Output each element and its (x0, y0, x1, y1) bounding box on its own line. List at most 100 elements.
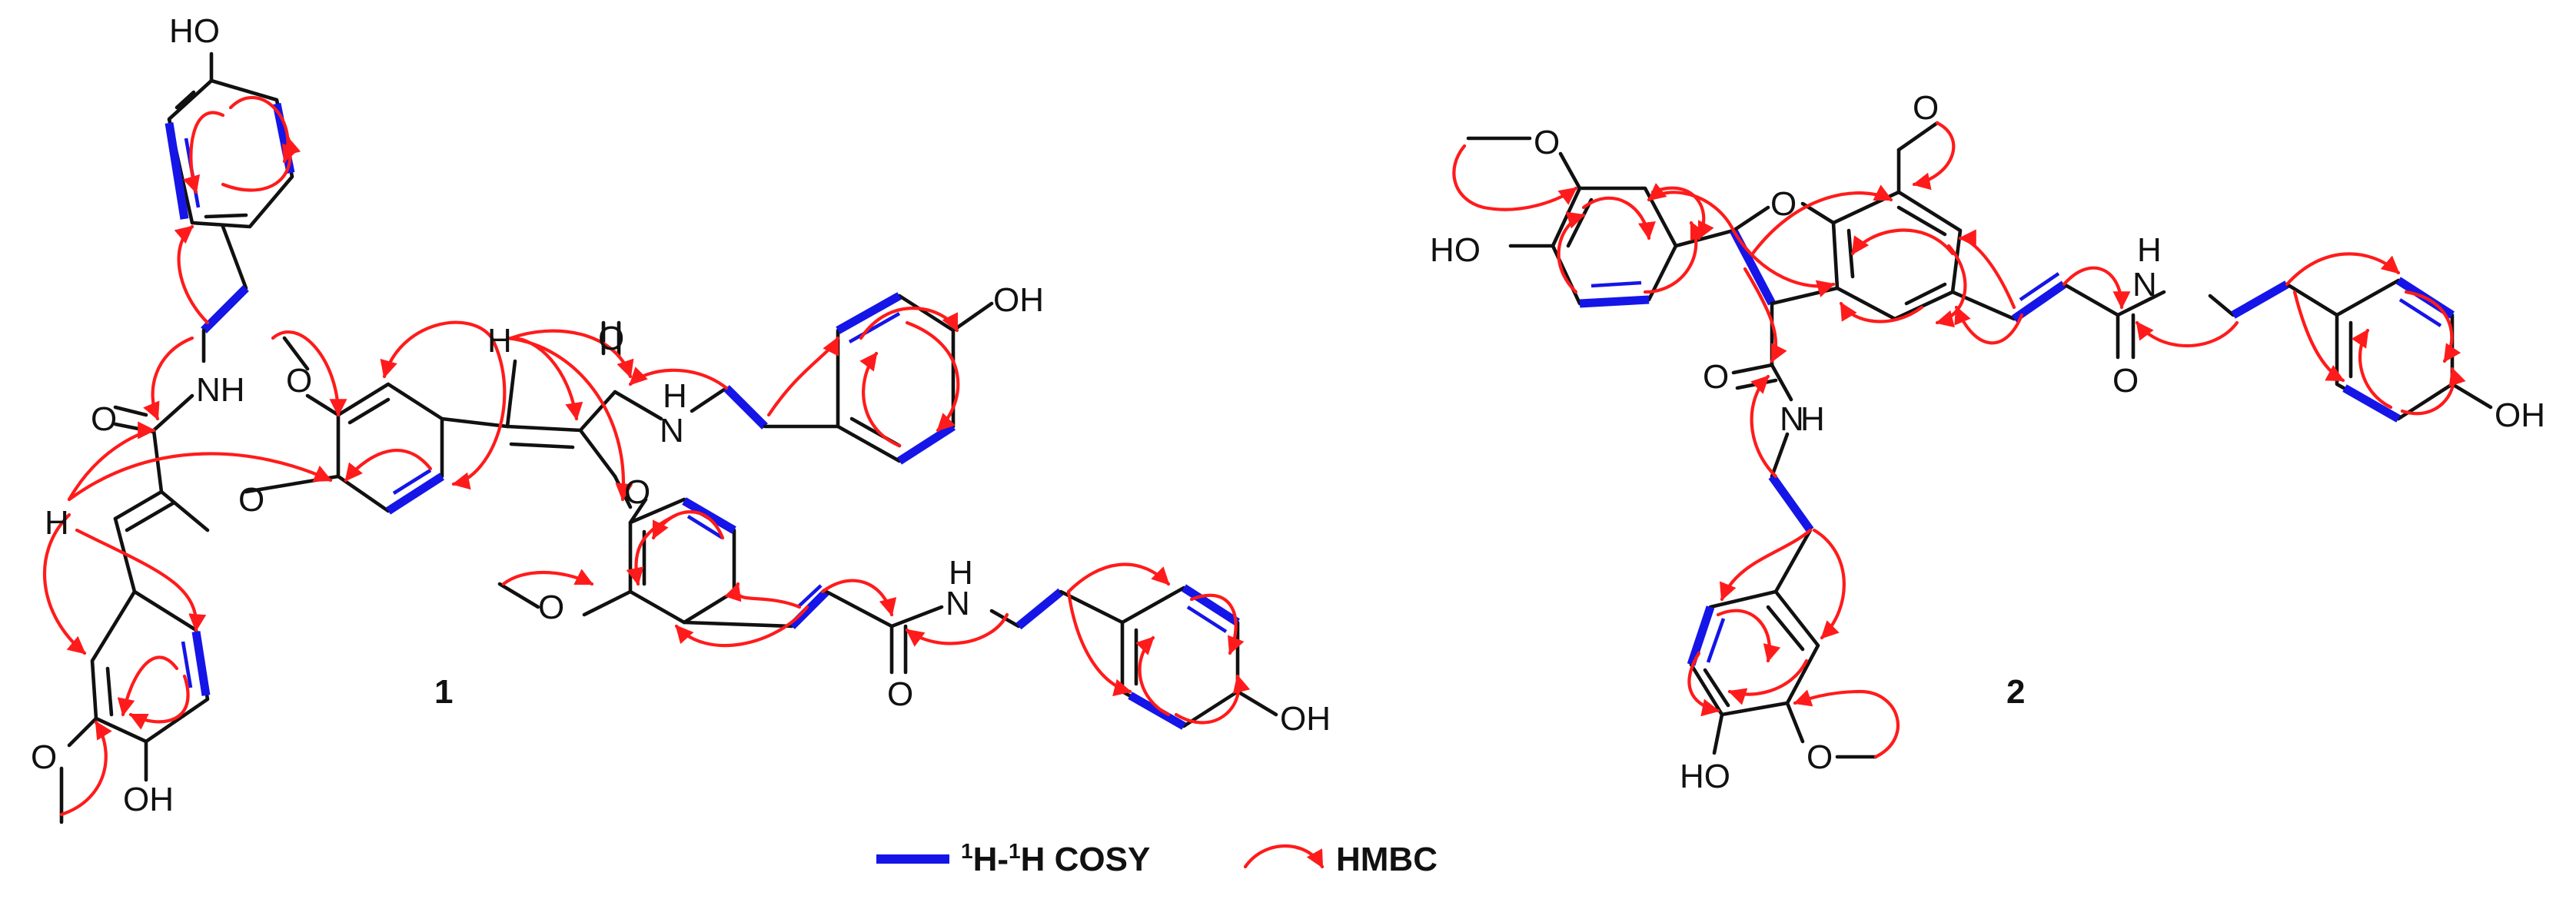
atom-label: N (660, 412, 684, 450)
hmbc-arrow (1731, 228, 1836, 297)
hmbc-arrow (674, 605, 809, 648)
atom-label: N (2132, 266, 2157, 304)
hmbc-arrow (1935, 244, 1967, 328)
hmbc-arrow (1687, 651, 1720, 717)
compound-2-structure (1466, 121, 2493, 759)
atom-label: N (946, 585, 970, 622)
hmbc-arrow (2400, 367, 2466, 416)
hmbc-arrow (1954, 305, 2024, 345)
compound-1-label: 1 (434, 673, 453, 711)
compound-2-right-chain (1950, 272, 2339, 360)
atom-label: HO (169, 12, 220, 50)
hmbc-arrow (1750, 184, 1893, 256)
hmbc-arrow (344, 449, 433, 483)
compound-2-atom-labels: O O HO O N H O OH O N H HO O (1430, 89, 2545, 795)
atom-label: O (91, 400, 117, 438)
hmbc-arrow (509, 329, 634, 379)
hmbc-arrow (1743, 267, 1787, 363)
hmbc-arrow (1727, 658, 1809, 705)
hmbc-arrow (626, 513, 679, 586)
hmbc-arrow (221, 136, 301, 192)
legend-hmbc-arrow (1243, 844, 1325, 869)
atom-label: O (887, 675, 913, 713)
hmbc-arrow (1174, 674, 1251, 725)
atom-label: OH (2495, 396, 2545, 434)
hmbc-arrow (1643, 221, 1707, 294)
atom-label: O (286, 362, 312, 400)
hmbc-arrow (117, 655, 179, 717)
atom-label: H (2137, 231, 2162, 269)
hmbc-arrow (1452, 144, 1578, 211)
compound-2-left-ring (1466, 136, 1736, 308)
atom-label: O (1534, 124, 1560, 161)
atom-label: O (2112, 362, 2139, 400)
hmbc-arrow (1581, 196, 1656, 241)
hmbc-arrow (905, 320, 960, 433)
compound-1-left-part (59, 393, 211, 824)
atom-label: H (663, 377, 687, 415)
atom-label: H (949, 554, 973, 592)
hmbc-arrow (75, 528, 207, 632)
atom-label: H (45, 504, 69, 542)
hmbc-arrow (182, 111, 225, 194)
atom-label: H (487, 322, 512, 360)
hmbc-arrow (509, 336, 583, 421)
hmbc-arrow (1839, 301, 1924, 323)
hmbc-arrow (1066, 562, 1171, 594)
atom-label: HO (1430, 231, 1481, 269)
hmbc-arrow (67, 452, 333, 502)
hmbc-arrow (501, 569, 594, 586)
hmbc-arrow (2285, 252, 2401, 287)
atom-label: O (238, 481, 264, 519)
compound-2-lower-ring (1687, 589, 1878, 759)
compound-1-ethyl-chain (201, 224, 249, 363)
atom-label: OH (993, 281, 1044, 319)
hmbc-arrow (2351, 328, 2393, 410)
atom-label: O (1703, 358, 1729, 396)
hmbc-arrow (2062, 266, 2131, 310)
compound-2-label: 2 (2006, 673, 2025, 711)
compound-2-benzofuran (1730, 121, 1963, 402)
atom-label: OH (123, 781, 174, 818)
hmbc-arrow (628, 367, 729, 390)
hmbc-arrow (1647, 183, 1736, 233)
compound-1-lower-ring (497, 474, 1125, 675)
hmbc-arrow (2135, 320, 2239, 348)
hmbc-arrow (451, 336, 507, 490)
atom-label: O (1807, 738, 1833, 776)
atom-label: HO (1680, 758, 1730, 795)
legend: 1H-1H COSY HMBC (876, 839, 1438, 878)
atom-label: O (598, 320, 624, 357)
compound-1-right-bottom-ring (1120, 584, 1278, 730)
compound-2-hmbc-arrows (1452, 121, 2466, 759)
legend-cosy-label: 1H-1H COSY (961, 839, 1150, 878)
hmbc-arrow (505, 336, 633, 502)
hmbc-arrow (820, 579, 897, 617)
hmbc-arrow (1720, 528, 1813, 602)
compound-1-top-ring (165, 51, 295, 229)
hmbc-arrow (2292, 290, 2345, 383)
hmbc-arrow (1958, 229, 2016, 310)
atom-label: O (624, 473, 650, 511)
hmbc-arrow (1750, 374, 1778, 479)
compound-1-atom-labels: HO O NH O O H O N H OH O O N H O OH H O … (31, 12, 1331, 818)
atom-label: H (1800, 400, 1825, 438)
hmbc-arrow (1912, 121, 1956, 191)
compound-1-hmbc-arrows (42, 95, 1251, 817)
hmbc-arrow (1716, 609, 1781, 663)
hmbc-arrow (1557, 211, 1586, 294)
hmbc-arrow (2404, 290, 2461, 363)
compound-1-right-top-ring (836, 292, 994, 465)
hmbc-arrow (724, 582, 802, 609)
hmbc-arrow (271, 330, 347, 417)
hmbc-arrow (859, 307, 959, 340)
hmbc-arrow (380, 320, 494, 379)
hmbc-arrow (1793, 689, 1900, 759)
compound-2-lower-chain (1768, 432, 1814, 594)
hmbc-arrow (128, 674, 190, 730)
atom-label: NH (196, 371, 245, 409)
hmbc-arrow (143, 336, 194, 421)
hmbc-arrow (1066, 589, 1132, 697)
hmbc-arrow (1850, 228, 1955, 256)
